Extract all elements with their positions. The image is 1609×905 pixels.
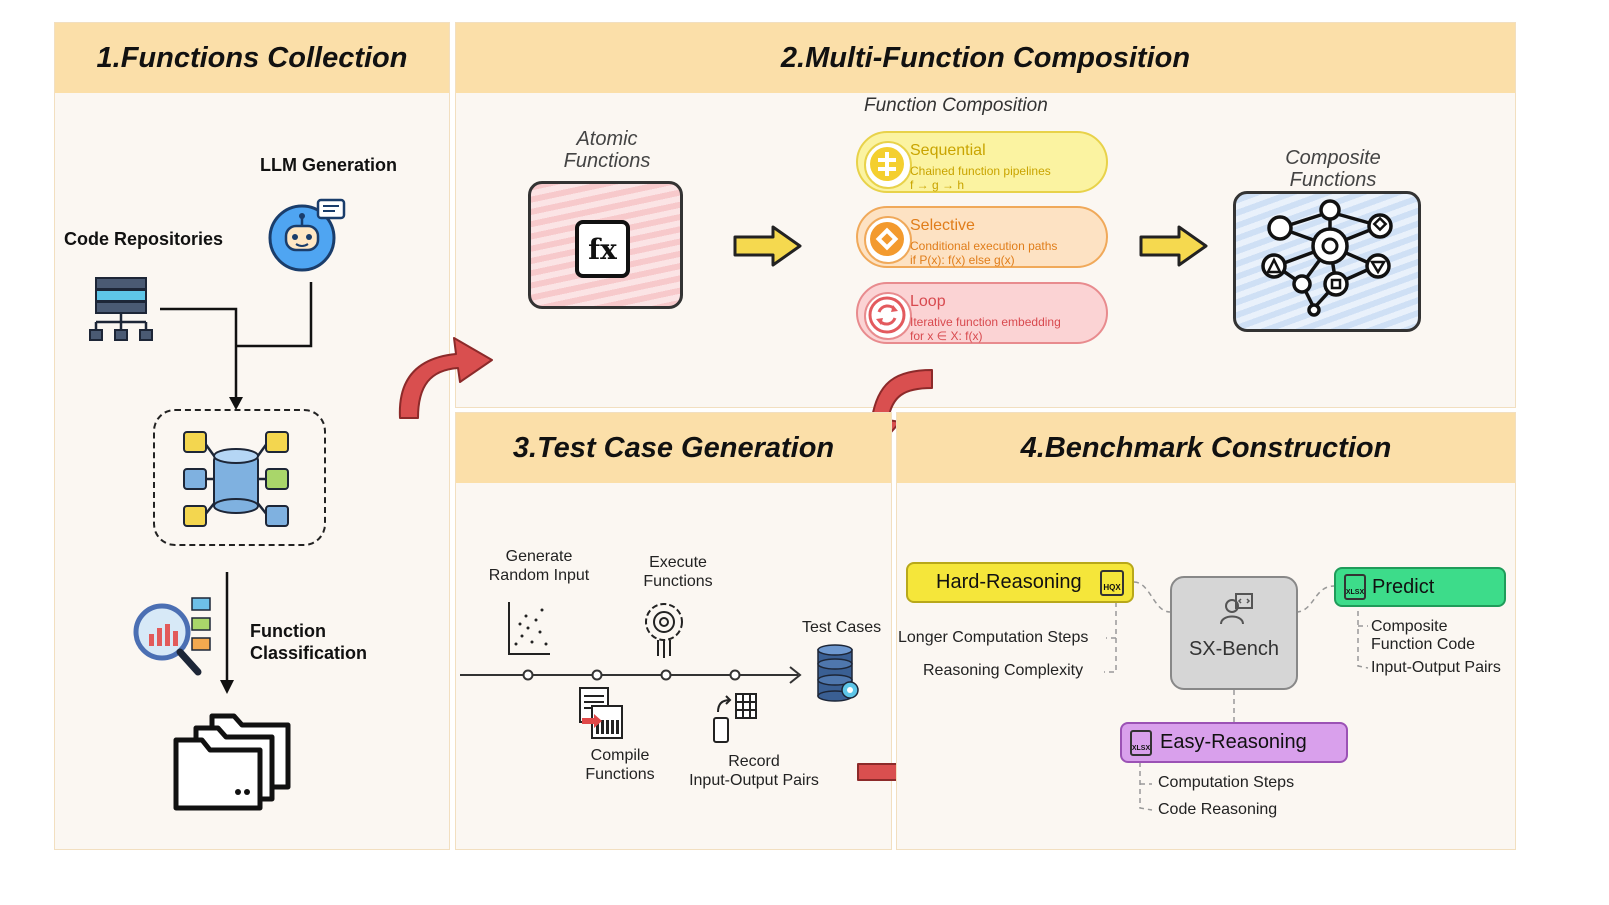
easy-point-1: Computation Steps [1158,774,1295,791]
engineer-icon [1220,593,1253,625]
record-pairs-label: Record Input-Output Pairs [689,753,819,789]
code-repositories-label: Code Repositories [64,229,224,249]
atomic-functions-box [528,181,683,309]
panel-title: 2.Multi-Function Composition [456,23,1515,93]
atomic-functions-label: Atomic Functions [563,128,651,172]
record-icon [713,693,757,743]
panel-title: 4.Benchmark Construction [897,413,1515,483]
hqx-file-icon: HQX [1100,570,1124,596]
hard-reasoning-label: Hard-Reasoning [936,571,1082,593]
database-hub-box [153,409,326,546]
database-hub-icon [183,431,289,527]
selective-icon [864,216,912,264]
collection-connectors [160,282,313,410]
classification-arrow [220,572,234,694]
selective-title: Selective [910,217,975,234]
execute-functions-label: Execute Functions [643,554,713,590]
yellow-arrow-right-icon [733,225,802,267]
predict-point-1: Composite Function Code [1371,618,1476,653]
function-classification-label: Function Classification [250,621,368,663]
easy-reasoning-label: Easy-Reasoning [1160,731,1307,753]
execute-gear-icon [645,603,683,658]
llm-generation-label: LLM Generation [260,155,398,175]
test-cases-database-icon [817,644,859,702]
sequential-title: Sequential [910,142,986,159]
loop-title: Loop [910,293,946,310]
folders-icon [173,713,291,811]
sx-bench-node: SX-Bench [1170,576,1298,690]
predict-point-2: Input-Output Pairs [1371,659,1501,676]
composite-functions-label: Composite Functions [1285,147,1381,191]
hard-point-1: Longer Computation Steps [898,629,1089,646]
predict-tag: XLSX Predict [1334,567,1506,607]
easy-reasoning-tag: XLSX Easy-Reasoning [1120,722,1348,763]
composite-network-icon [1261,199,1393,317]
magnifier-chart-icon [133,597,211,676]
scatter-plot-icon [508,602,550,655]
robot-chat-icon [268,198,346,272]
predict-label: Predict [1372,575,1435,598]
easy-point-2: Code Reasoning [1158,801,1278,818]
fx-label: fx [588,232,617,266]
generate-random-input-label: Generate Random Input [488,548,590,584]
red-curved-arrow-icon [398,337,493,419]
sx-bench-label: SX-Bench [1188,638,1280,660]
hard-reasoning-tag: Hard-Reasoning HQX [906,562,1134,603]
panel-functions-collection: 1.Functions Collection [54,22,450,850]
function-composition-label: Function Composition [864,95,1048,116]
loop-icon [864,292,912,340]
benchmark-connectors [1104,581,1369,811]
sequential-icon [864,141,912,189]
server-network-icon [89,277,153,341]
yellow-arrow-right-icon [1139,225,1208,267]
compile-functions-label: Compile Functions [585,747,655,783]
xlsx-file-icon: XLSX [1130,730,1152,756]
fx-icon: fx [575,220,630,278]
xlsx-file-icon: XLSX [1344,574,1366,600]
hard-point-2: Reasoning Complexity [923,662,1084,679]
test-case-timeline [460,666,802,684]
test-cases-label: Test Cases [802,619,882,636]
panel-test-case-generation: 3.Test Case Generation [455,412,892,850]
compile-icon [579,687,623,739]
panel-title: 3.Test Case Generation [456,413,891,483]
panel-title: 1.Functions Collection [55,23,449,93]
